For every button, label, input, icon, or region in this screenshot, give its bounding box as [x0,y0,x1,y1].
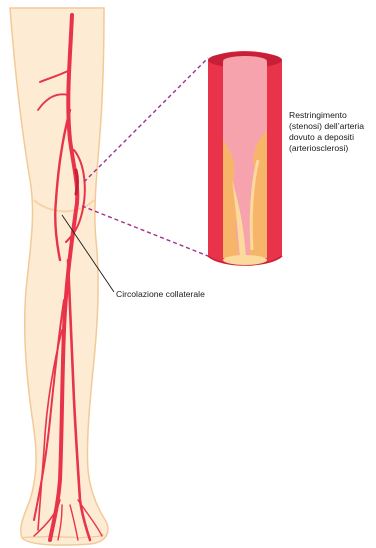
stenosis-label-line-3: dovuto a depositi [289,132,364,143]
callout-line-bottom [82,206,208,256]
stenosis-label-line-4: (arteriosclerosi) [289,143,364,154]
stenosis-site [76,170,78,194]
stenosis-label-line-1: Restringimento [289,110,364,121]
magnified-artery [208,51,282,265]
stenosis-label: Restringimento (stenosi) dell’arteria do… [289,110,364,154]
stenosis-label-line-2: (stenosi) dell’arteria [289,121,364,132]
plaque-bottom [223,255,267,265]
collateral-circulation-label: Circolazione collaterale [116,289,205,300]
